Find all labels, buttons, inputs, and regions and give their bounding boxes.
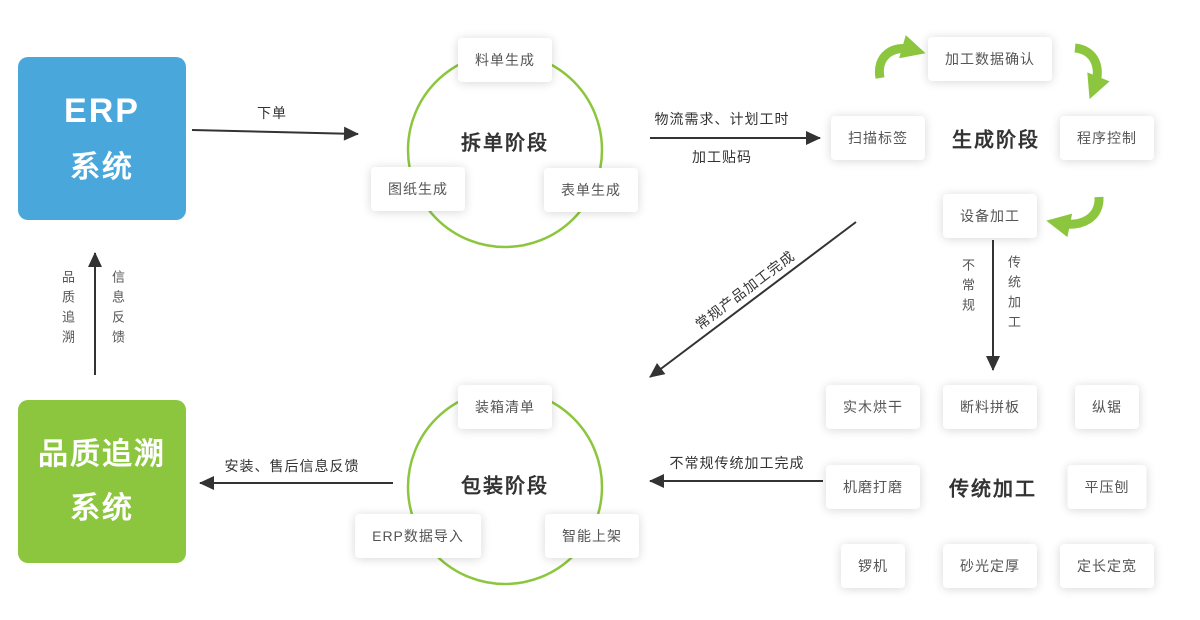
drawing-generate-box: 图纸生成	[371, 167, 465, 211]
program-control-box: 程序控制	[1060, 116, 1154, 160]
smart-shelf-box: 智能上架	[545, 514, 639, 558]
generation-phase-title: 生成阶段	[952, 129, 1040, 152]
cycle-arrow-2	[1074, 43, 1110, 100]
planer-box: 平压刨	[1067, 465, 1147, 509]
info-feedback-vlabel: 信息反馈	[110, 270, 125, 350]
order-arrow	[191, 126, 359, 141]
erp-system-label-line1: ERP	[64, 92, 140, 131]
cut-panel-box: 断料拼板	[943, 385, 1037, 429]
packing-phase-title: 包装阶段	[461, 475, 549, 498]
wood-drying-box: 实木烘干	[826, 385, 920, 429]
device-process-box: 设备加工	[943, 194, 1037, 238]
logistics-label-line1: 物流需求、计划工时	[654, 111, 790, 127]
rip-saw-box: 纵锯	[1075, 385, 1139, 429]
fixed-size-box: 定长定宽	[1060, 544, 1154, 588]
quality-trace-vlabel: 品质追溯	[60, 270, 75, 350]
router-machine-box: 锣机	[841, 544, 905, 588]
form-generate-box: 表单生成	[544, 168, 638, 212]
split-phase-title: 拆单阶段	[461, 132, 549, 155]
install-feedback-label: 安装、售后信息反馈	[224, 458, 360, 474]
logistics-label-line2: 加工贴码	[692, 149, 752, 165]
quality-system-label-line2: 系统	[70, 491, 134, 525]
device-unusual-vlabel: 不常规	[960, 258, 975, 318]
regular-done-arrow	[649, 221, 857, 378]
traditional-phase-title: 传统加工	[949, 478, 1037, 501]
quality-system-label-line1: 品质追溯	[38, 437, 166, 471]
scan-label-box: 扫描标签	[831, 116, 925, 160]
quality-system-node: 品质追溯 系统	[18, 400, 186, 563]
device-traditional-vlabel: 传统加工	[1006, 255, 1021, 335]
grind-polish-box: 机磨打磨	[826, 465, 920, 509]
erp-system-label-line2: 系统	[70, 150, 134, 184]
sanding-thickness-box: 砂光定厚	[943, 544, 1037, 588]
data-confirm-box: 加工数据确认	[928, 37, 1052, 81]
cycle-arrow-3	[1046, 196, 1104, 238]
cycle-arrow-1	[874, 35, 926, 79]
unusual-done-label: 不常规传统加工完成	[669, 455, 805, 471]
material-list-box: 料单生成	[458, 38, 552, 82]
order-label: 下单	[257, 105, 287, 121]
erp-import-box: ERP数据导入	[355, 514, 481, 558]
packing-list-box: 装箱清单	[458, 385, 552, 429]
erp-system-node: ERP 系统	[18, 57, 186, 220]
